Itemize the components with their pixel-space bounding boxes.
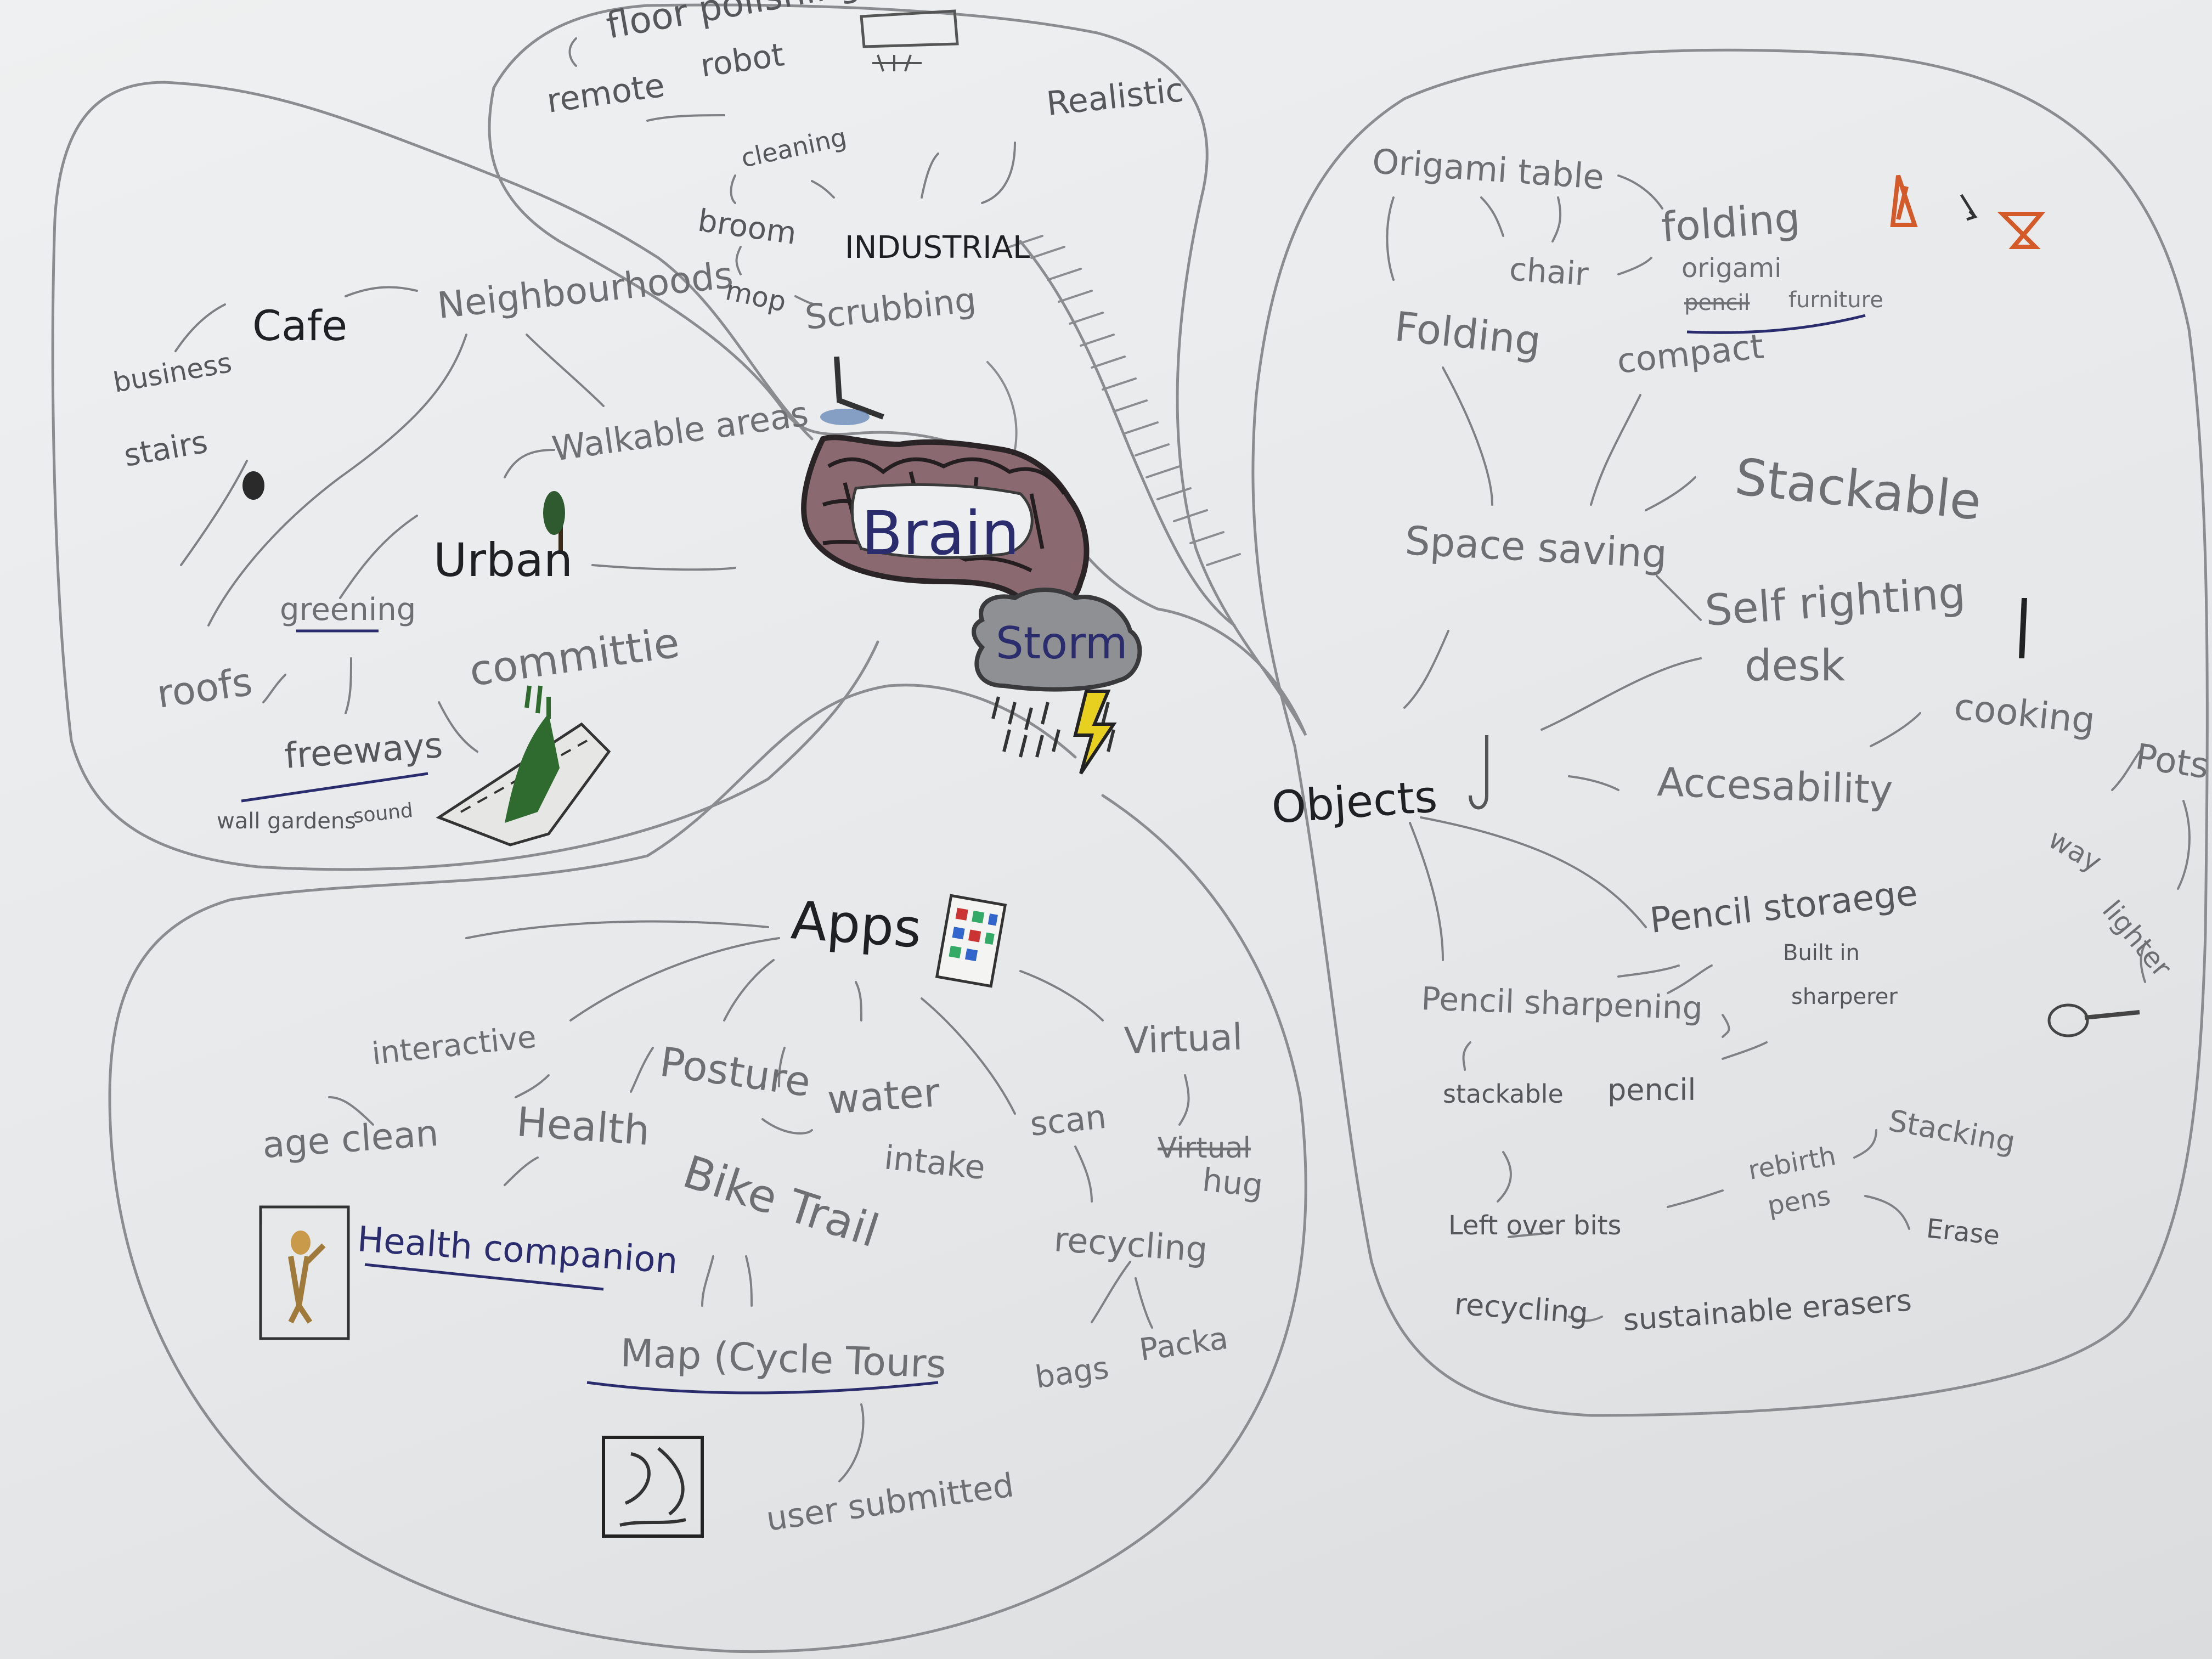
objects-region-outline: [1251, 48, 2209, 1417]
left-over-bits-label: Left over bits: [1448, 1210, 1622, 1241]
pencil-sketch: [2019, 598, 2027, 658]
cooking-label: cooking: [1952, 685, 2097, 742]
space-saving-label: Space saving: [1404, 517, 1668, 577]
posture-label: Posture: [657, 1039, 813, 1107]
mop-sketch: [820, 356, 884, 425]
map-sketch: [602, 1436, 704, 1538]
broom-label: broom: [696, 202, 799, 251]
pencil-storage-label: Pencil storaege: [1648, 873, 1920, 941]
objects-cluster: Objects Origami table chair folding orig…: [1270, 141, 2211, 1338]
floor-polisher-sketch: [860, 9, 959, 72]
robot-label: robot: [698, 36, 786, 84]
mop-label: mop: [723, 274, 789, 318]
map-cycle-tours-label: Map (Cycle Tours: [619, 1330, 947, 1387]
user-submitted-label: user submitted: [764, 1466, 1016, 1539]
industrial-title: INDUSTRIAL: [845, 230, 1030, 266]
sharpener-label: sharperer: [1791, 984, 1898, 1009]
lightning-bolt-icon: [1073, 690, 1117, 775]
bike-trail-label: Bike Trail: [677, 1146, 885, 1258]
freeway-greening-sketch: [436, 685, 611, 847]
desk-label: desk: [1745, 641, 1845, 691]
wall-gardens-label: wall gardens: [217, 809, 356, 834]
urban-title: Urban: [433, 533, 573, 587]
walkable-areas-label: Walkable areas: [550, 393, 811, 469]
hug-label: hug: [1201, 1161, 1265, 1204]
intake-label: intake: [882, 1138, 987, 1187]
sound-label: sound: [352, 799, 414, 828]
neighbourhoods-label: Neighbourhoods: [436, 254, 735, 327]
realistic-label: Realistic: [1045, 71, 1185, 123]
brain-drawing: Brain: [801, 435, 1090, 618]
scan-label: scan: [1028, 1098, 1108, 1144]
accessibility-label: Accesability: [1656, 759, 1893, 813]
cafe-label: Cafe: [252, 301, 347, 350]
recycling-apps-label: recycling: [1053, 1219, 1209, 1269]
recycling-objects-label: recycling: [1453, 1286, 1589, 1330]
pens-label: pens: [1765, 1181, 1832, 1222]
age-clean-label: age clean: [261, 1112, 440, 1166]
industrial-region-outline: [488, 3, 1307, 736]
pencil-struck-label: pencil: [1684, 290, 1750, 315]
connector-lines: [174, 37, 2191, 1482]
origami-label: origami: [1681, 253, 1781, 284]
folding-label-1: folding: [1660, 194, 1802, 251]
committee-label: committie: [466, 618, 682, 696]
water-label: water: [826, 1069, 941, 1123]
urban-cluster: Urban Cafe business stairs Neighbourhood…: [111, 254, 811, 834]
origami-table-label: Origami table: [1371, 141, 1605, 197]
pencil-label: pencil: [1607, 1073, 1696, 1107]
hook-sketch: [1469, 735, 1488, 810]
virtual-label: Virtual: [1124, 1016, 1243, 1062]
floor-polishing-label: floor polishing: [603, 0, 863, 47]
stackable-pencil-label: stackable: [1443, 1079, 1564, 1109]
folding-label-2: Folding: [1392, 303, 1543, 365]
tree-icon: [543, 491, 565, 554]
virtual-struck-label: Virtual: [1158, 1132, 1251, 1165]
bags-label: bags: [1033, 1350, 1111, 1396]
stackable-label: Stackable: [1733, 447, 1984, 531]
objects-title: Objects: [1270, 771, 1439, 833]
orange-folding-sketch: [1890, 174, 2046, 249]
health-companion-label: Health companion: [356, 1219, 679, 1282]
underlines: [241, 314, 1866, 1395]
storm-cloud-drawing: Storm: [972, 588, 1142, 775]
pencil-sharpening-label: Pencil sharpening: [1421, 980, 1703, 1027]
compact-label: compact: [1615, 326, 1765, 381]
storm-label: Storm: [996, 618, 1128, 669]
way-label: way: [2043, 823, 2107, 878]
lighter-label: lighter: [2096, 894, 2178, 983]
apps-title: Apps: [789, 889, 923, 960]
built-in-label: Built in: [1783, 940, 1860, 966]
greening-label: greening: [280, 592, 416, 628]
stacking-label: Stacking: [1886, 1103, 2018, 1160]
interactive-label: interactive: [370, 1019, 538, 1072]
freeways-label: freeways: [283, 725, 444, 777]
frying-pan-sketch: [2047, 1003, 2140, 1037]
remote-label: remote: [544, 66, 667, 120]
self-righting-label: Self righting: [1703, 568, 1967, 636]
apps-region-outline: [108, 684, 1307, 1654]
erase-label: Erase: [1925, 1213, 2001, 1251]
chair-label: chair: [1508, 250, 1590, 293]
stairs-label: stairs: [121, 424, 210, 474]
scrubbing-label: Scrubbing: [803, 280, 978, 337]
rebirth-label: rebirth: [1746, 1141, 1838, 1186]
pencil-dot: [242, 471, 264, 500]
health-companion-sketch: [259, 1205, 350, 1340]
pots-label: Pots: [2133, 737, 2211, 787]
cleaning-label: cleaning: [738, 122, 849, 173]
health-label: Health: [515, 1098, 651, 1155]
business-label: business: [111, 347, 234, 399]
urban-region-outline: [51, 81, 879, 871]
apps-cluster: Apps interactive age clean Health Health…: [261, 889, 1265, 1539]
furniture-label: furniture: [1788, 287, 1883, 313]
app-grid-icon: [935, 894, 1007, 988]
sustainable-erasers-label: sustainable erasers: [1622, 1283, 1913, 1338]
roofs-label: roofs: [154, 659, 255, 716]
brain-label: Brain: [861, 498, 1019, 568]
